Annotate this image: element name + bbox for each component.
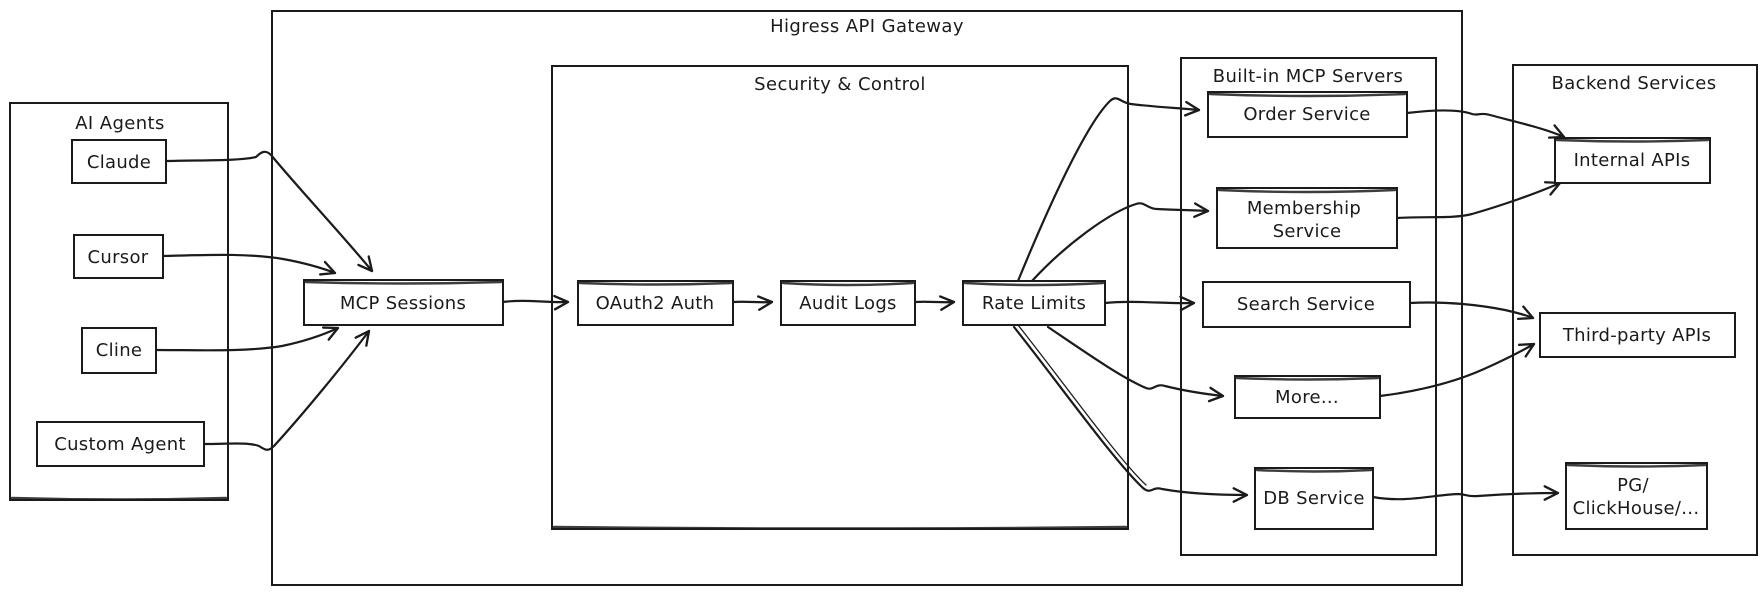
node-db-service: DB Service xyxy=(1254,467,1374,530)
search-service-label: Search Service xyxy=(1237,294,1375,315)
builtin-mcp-servers-label: Built-in MCP Servers xyxy=(1213,66,1404,87)
membership-service-label: Membership Service xyxy=(1247,198,1367,242)
higress-gateway-label: Higress API Gateway xyxy=(770,16,964,37)
edge-rate-limits-order-service xyxy=(1016,97,1201,283)
node-cursor: Cursor xyxy=(73,234,164,279)
node-pg-clickhouse: PG/ ClickHouse/... xyxy=(1565,462,1708,530)
membership-service-line2: Service xyxy=(1273,221,1342,242)
node-rate-limits: Rate Limits xyxy=(962,280,1106,326)
cline-box xyxy=(81,327,157,374)
claude-box xyxy=(71,139,167,184)
node-internal-apis: Internal APIs xyxy=(1554,137,1711,184)
claude-label: Claude xyxy=(87,152,151,173)
node-order-service: Order Service xyxy=(1207,91,1408,138)
more-label: More... xyxy=(1275,387,1339,408)
pg-clickhouse-box xyxy=(1565,462,1708,530)
rate-limits-label: Rate Limits xyxy=(982,293,1086,314)
node-claude: Claude xyxy=(71,139,167,184)
more-box xyxy=(1234,375,1381,419)
node-third-party-apis: Third-party APIs xyxy=(1539,312,1736,358)
cursor-box xyxy=(73,234,164,279)
pg-clickhouse-line1: PG/ xyxy=(1617,475,1649,496)
edge-cline-mcp-sessions xyxy=(154,326,340,352)
edge-cursor-mcp-sessions xyxy=(161,253,337,276)
edge-rate-limits-db-service-overdraw xyxy=(1017,324,1147,486)
overdraw-stroke xyxy=(963,281,1105,287)
cline-label: Cline xyxy=(96,340,143,361)
internal-apis-label: Internal APIs xyxy=(1574,150,1691,171)
edge-rate-limits-membership-service xyxy=(1030,202,1210,283)
oauth2-auth-box xyxy=(577,280,734,326)
oauth2-auth-label: OAuth2 Auth xyxy=(596,293,715,314)
pg-clickhouse-label: PG/ ClickHouse/... xyxy=(1573,475,1700,519)
node-custom-agent: Custom Agent xyxy=(36,421,205,467)
edge-search-service-third-party-apis xyxy=(1408,301,1535,321)
security-control-label: Security & Control xyxy=(754,74,926,95)
edge-oauth2-audit-logs xyxy=(731,295,774,311)
overdraw-stroke xyxy=(1217,188,1397,194)
node-oauth2-auth: OAuth2 Auth xyxy=(577,280,734,326)
node-mcp-sessions: MCP Sessions xyxy=(303,279,504,326)
pg-clickhouse-line2: ClickHouse/... xyxy=(1573,498,1700,519)
edge-rate-limits-db-service xyxy=(1012,325,1249,503)
overdraw-stroke xyxy=(552,525,1128,530)
search-service-box xyxy=(1202,281,1411,328)
edge-custom-agent-mcp-sessions xyxy=(202,329,371,451)
overdraw-stroke xyxy=(1555,138,1710,143)
overdraw-stroke xyxy=(1208,92,1407,98)
ai-agents-label: AI Agents xyxy=(75,113,165,134)
overdraw-stroke xyxy=(578,281,733,286)
edge-rate-limits-more xyxy=(1046,325,1225,403)
edge-claude-mcp-sessions xyxy=(164,150,374,273)
overdraw-stroke xyxy=(10,496,228,501)
edge-order-service-internal-apis xyxy=(1405,109,1566,139)
custom-agent-label: Custom Agent xyxy=(54,434,186,455)
order-service-label: Order Service xyxy=(1243,104,1370,125)
membership-service-line1: Membership xyxy=(1247,198,1361,219)
edges xyxy=(154,97,1566,503)
overdraw-stroke xyxy=(1255,468,1373,473)
db-service-label: DB Service xyxy=(1263,488,1364,509)
node-membership-service: Membership Service xyxy=(1216,187,1398,249)
third-party-apis-label: Third-party APIs xyxy=(1562,325,1711,346)
node-cline: Cline xyxy=(81,327,157,374)
db-service-box xyxy=(1254,467,1374,530)
third-party-apis-box xyxy=(1539,312,1736,358)
audit-logs-label: Audit Logs xyxy=(799,293,896,314)
edge-rate-limits-search-service xyxy=(1103,295,1196,312)
edge-more-third-party-apis xyxy=(1378,342,1536,398)
custom-agent-box xyxy=(36,421,205,467)
membership-service-box xyxy=(1216,187,1398,249)
overdraw-stroke xyxy=(1235,376,1380,381)
order-service-box xyxy=(1207,91,1408,138)
node-search-service: Search Service xyxy=(1202,281,1411,328)
edge-mcp-sessions-oauth2 xyxy=(501,294,570,311)
node-more: More... xyxy=(1234,375,1381,419)
overdraw-stroke xyxy=(1566,463,1707,468)
cursor-label: Cursor xyxy=(88,247,149,268)
mcp-sessions-box xyxy=(303,279,504,326)
edge-audit-logs-rate-limits xyxy=(913,295,956,311)
node-audit-logs: Audit Logs xyxy=(780,280,916,326)
edge-db-service-pg-clickhouse xyxy=(1371,485,1560,501)
backend-services-label: Backend Services xyxy=(1552,73,1717,94)
mcp-sessions-label: MCP Sessions xyxy=(340,293,466,314)
internal-apis-box xyxy=(1554,137,1711,184)
edge-membership-service-internal-apis xyxy=(1395,181,1562,220)
rate-limits-box xyxy=(962,280,1106,326)
overdraw-stroke xyxy=(781,281,915,287)
overdraw-stroke xyxy=(304,280,503,285)
audit-logs-box xyxy=(780,280,916,326)
